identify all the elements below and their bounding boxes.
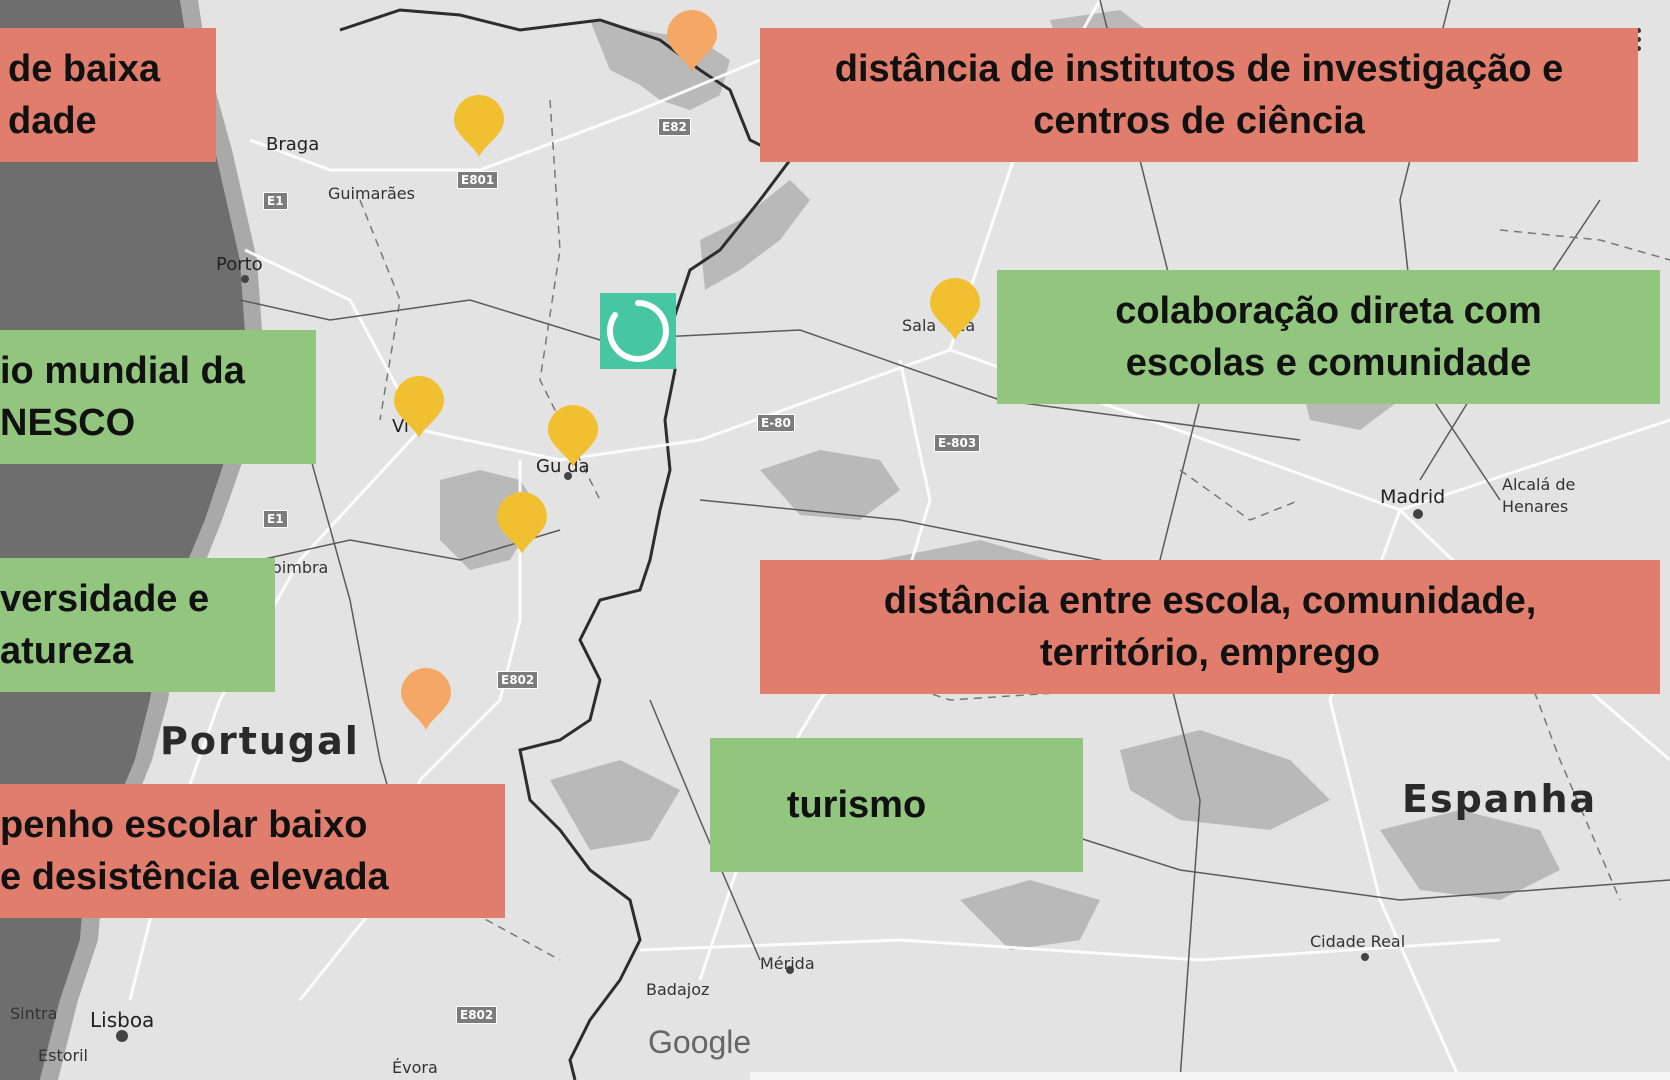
road-shield-e1-south: E1 [263, 510, 288, 528]
map-menu-icon[interactable] [1636, 28, 1642, 55]
place-alcala: Alcalá de Henares [1502, 475, 1576, 516]
map-attribution-bar [750, 1072, 1670, 1080]
country-espanha: Espanha [1402, 777, 1598, 821]
note-tourism: turismo [710, 738, 1083, 872]
place-merida: Mérida [760, 954, 815, 973]
place-madrid: Madrid [1380, 486, 1446, 508]
road-shield-e801: E801 [457, 171, 499, 189]
map-pin-marker[interactable] [930, 278, 980, 342]
google-logo: Google [648, 1024, 752, 1060]
road-shield-e82: E82 [658, 118, 691, 136]
note-school-performance: penho escolar baixo e desistência elevad… [0, 784, 505, 918]
road-shield-e80: E-80 [757, 414, 795, 432]
place-sintra: Sintra [10, 1004, 58, 1023]
note-research-distance: distância de institutos de investigação … [760, 28, 1638, 162]
road-shield-e1: E1 [263, 192, 288, 210]
map-pin-marker[interactable] [548, 405, 598, 469]
map-pin-marker[interactable] [497, 492, 547, 556]
note-low-density: de baixa dade [0, 28, 216, 162]
road-shield-e802: E802 [497, 671, 539, 689]
place-badajoz: Badajoz [646, 980, 710, 999]
road-shield-e802-south: E802 [456, 1006, 498, 1024]
place-porto: Porto [216, 254, 263, 275]
note-unesco: io mundial da NESCO [0, 330, 316, 464]
place-lisboa: Lisboa [90, 1008, 155, 1032]
spinner-icon [606, 300, 669, 362]
place-guarda: Gu da [536, 456, 590, 477]
place-evora: Évora [392, 1058, 438, 1077]
country-portugal: Portugal [160, 719, 360, 763]
place-estoril: Estoril [38, 1046, 88, 1065]
map-pin-marker[interactable] [394, 376, 444, 440]
place-guimaraes: Guimarães [328, 184, 415, 203]
place-viseu: Vi [392, 416, 409, 437]
note-distance-school: distância entre escola, comunidade, terr… [760, 560, 1660, 694]
loading-spinner [600, 293, 676, 369]
place-braga: Braga [266, 134, 320, 155]
map-pin-marker[interactable] [401, 668, 451, 732]
map-pin-marker[interactable] [454, 95, 504, 159]
note-biodiversity: versidade e atureza [0, 558, 275, 692]
place-cidade-real: Cidade Real [1310, 932, 1406, 951]
road-shield-e803: E-803 [934, 434, 981, 452]
place-coimbra: oimbra [272, 558, 329, 577]
note-school-collaboration: colaboração direta com escolas e comunid… [997, 270, 1660, 404]
map-pin-marker[interactable] [667, 10, 717, 74]
